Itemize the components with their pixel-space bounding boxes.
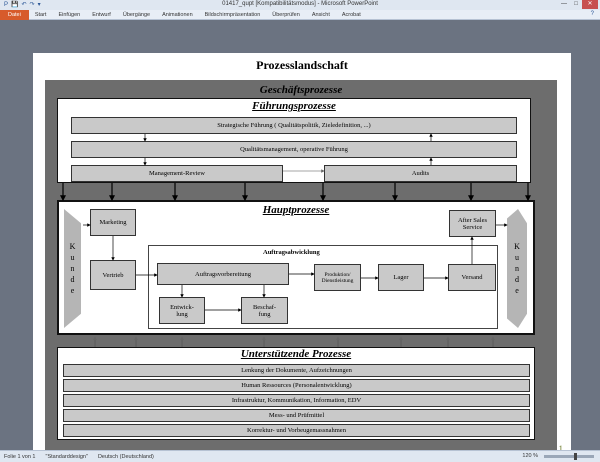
slide-count: Folie 1 von 1 — [4, 454, 36, 460]
kunde-letter: e — [515, 286, 519, 295]
auftragsabwicklung-heading[interactable]: Auftragsabwicklung — [263, 249, 320, 256]
maximize-button[interactable]: □ — [574, 1, 578, 7]
beschaffung-line: Beschaf- — [252, 303, 277, 311]
hauptprozesse-heading[interactable]: Hauptprozesse — [262, 204, 330, 216]
entwicklung-line: lung — [176, 310, 188, 318]
kunde-letter: u — [70, 253, 75, 262]
kunde-right-arrow[interactable]: K u n d e — [507, 209, 527, 328]
marketing-box[interactable]: Marketing — [90, 209, 136, 236]
title-bar: P 💾 ↶ ↷ ▾ 01417_qupt [Kompatibilitätsmod… — [0, 0, 600, 10]
kunde-left-arrow[interactable]: K u n d e — [64, 209, 81, 328]
support-item[interactable]: Mess- und Prüfmittel — [63, 409, 530, 422]
powerpoint-icon: P — [4, 2, 9, 8]
tab-ueberpruefen[interactable]: Überprüfen — [272, 11, 300, 18]
kunde-letter: d — [515, 275, 519, 284]
window-controls: — □ ✕ — [558, 0, 598, 9]
kunde-letter: K — [514, 242, 520, 251]
kunde-letter: d — [70, 275, 75, 284]
vertrieb-box[interactable]: Vertrieb — [90, 260, 136, 290]
page-number: 1 — [558, 444, 564, 454]
strategische-fuehrung-box[interactable]: Strategische Führung ( Qualitätspolitik,… — [71, 117, 517, 134]
kunde-letter: e — [70, 286, 75, 295]
qualitaetsmanagement-box[interactable]: Qualitätsmanagement, operative Führung — [71, 141, 517, 158]
zoom-slider[interactable] — [544, 452, 594, 460]
tab-uebergaenge[interactable]: Übergänge — [122, 11, 151, 18]
produktion-box[interactable]: Produktion/ Dienstleistung — [314, 264, 361, 291]
kunde-letter: n — [70, 264, 75, 273]
zoom-slider-handle[interactable] — [574, 452, 577, 460]
support-item[interactable]: Infrastruktur, Kommunikation, Informatio… — [63, 394, 530, 407]
quick-access-toolbar: P 💾 ↶ ↷ ▾ — [4, 1, 41, 9]
tab-bildschirmpraesentation[interactable]: Bildschirmpräsentation — [204, 11, 261, 18]
tab-start[interactable]: Start — [34, 11, 47, 18]
audits-box[interactable]: Audits — [324, 165, 517, 182]
after-sales-line: After Sales — [457, 216, 488, 224]
slide-title[interactable]: Prozesslandschaft — [256, 58, 348, 72]
customize-dropdown-icon[interactable]: ▾ — [37, 2, 41, 8]
undo-icon[interactable]: ↶ — [21, 2, 27, 8]
redo-icon[interactable]: ↷ — [29, 2, 35, 8]
versand-box[interactable]: Versand — [448, 264, 496, 291]
after-sales-service-box[interactable]: After Sales Service — [449, 210, 496, 237]
support-item[interactable]: Lenkung der Dokumente, Aufzeichnungen — [63, 364, 530, 377]
kunde-letter: K — [69, 242, 76, 251]
support-item[interactable]: Human Ressources (Personalentwicklung) — [63, 379, 530, 392]
ribbon-tabs: Datei Start Einfügen Entwurf Übergänge A… — [0, 9, 600, 20]
tab-einfuegen[interactable]: Einfügen — [58, 11, 81, 18]
geschaeftsprozesse-heading[interactable]: Geschäftsprozesse — [259, 84, 343, 96]
beschaffung-box[interactable]: Beschaf- fung — [241, 297, 288, 324]
auftragsvorbereitung-box[interactable]: Auftragsvorbereitung — [157, 263, 289, 285]
minimize-button[interactable]: — — [561, 1, 567, 7]
kunde-letter: n — [515, 264, 519, 273]
tab-datei[interactable]: Datei — [0, 9, 29, 20]
lager-box[interactable]: Lager — [378, 264, 424, 291]
entwicklung-box[interactable]: Entwick- lung — [159, 297, 205, 324]
kunde-letter: u — [515, 253, 519, 262]
unterstuetzende-prozesse-heading[interactable]: Unterstützende Prozesse — [240, 348, 352, 360]
slide-editor: Prozesslandschaft Geschäftsprozesse Führ… — [0, 20, 600, 458]
fuehrungsprozesse-heading[interactable]: Führungsprozesse — [252, 100, 336, 112]
produktion-line: Dienstleistung — [321, 277, 354, 284]
tab-acrobat[interactable]: Acrobat — [341, 11, 361, 18]
tab-entwurf[interactable]: Entwurf — [92, 11, 111, 18]
beschaffung-line: fung — [258, 310, 271, 318]
after-sales-line: Service — [462, 223, 483, 231]
status-bar: Folie 1 von 1 "Standarddesign" Deutsch (… — [0, 450, 600, 462]
management-review-box[interactable]: Management-Review — [71, 165, 283, 182]
close-button[interactable]: ✕ — [582, 0, 598, 9]
support-item[interactable]: Korrektur- und Vorbeugemassnahmen — [63, 424, 530, 437]
tab-ansicht[interactable]: Ansicht — [311, 11, 330, 18]
window-title: 01417_qupt [Kompatibilitätsmodus] - Micr… — [222, 1, 378, 7]
help-icon[interactable]: ? — [590, 11, 594, 17]
tab-animationen[interactable]: Animationen — [162, 11, 193, 18]
slide-canvas[interactable]: Prozesslandschaft Geschäftsprozesse Führ… — [33, 53, 571, 458]
save-icon[interactable]: 💾 — [11, 2, 19, 8]
language[interactable]: Deutsch (Deutschland) — [97, 454, 154, 460]
theme-name: "Standarddesign" — [45, 454, 88, 460]
produktion-line: Produktion/ — [324, 271, 351, 278]
entwicklung-line: Entwick- — [170, 303, 194, 311]
zoom-level[interactable]: 120 % — [522, 453, 538, 459]
